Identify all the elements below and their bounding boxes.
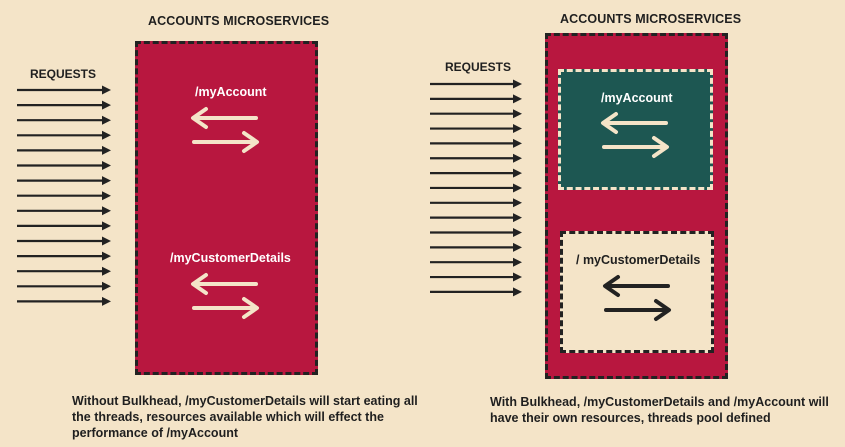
left-request-arrow [17,100,111,110]
left-request-arrow [17,130,111,140]
right-request-arrow [430,79,522,89]
left-requests-label: REQUESTS [30,67,97,81]
right-request-arrow [430,198,522,208]
right-panel-title: ACCOUNTS MICROSERVICES [560,12,742,26]
left-request-arrow [17,85,111,95]
right-request-arrow [430,228,522,237]
right-request-arrow [430,183,522,193]
right-request-arrow [430,272,522,282]
left-request-arrow [17,266,111,276]
right-request-arrow [430,124,522,134]
right-mycustomerdetails-swap-icon [603,275,671,321]
right-service-mycustomerdetails-label: / myCustomerDetails [576,253,701,267]
right-myaccount-thread-pool [558,69,713,190]
right-mycustomerdetails-thread-pool [560,231,714,353]
right-caption: With Bulkhead, /myCustomerDetails and /m… [490,395,829,425]
right-request-arrow [430,213,522,223]
right-request-arrow [430,153,522,163]
right-requests-label: REQUESTS [445,60,512,74]
left-request-arrow [17,236,111,246]
right-request-arrow [430,109,522,119]
right-request-arrow [430,94,522,104]
left-microservice-box [135,41,318,375]
left-service-mycustomerdetails-label: /myCustomerDetails [170,251,291,265]
left-request-arrow [17,176,111,186]
left-service-myaccount-label: /myAccount [195,85,267,99]
left-caption: Without Bulkhead, /myCustomerDetails wil… [72,394,418,440]
right-service-myaccount-label: /myAccount [601,91,673,105]
right-request-arrow [430,168,522,178]
left-myaccount-swap-icon [191,107,259,153]
left-request-arrow [17,296,111,306]
right-request-arrow [430,257,522,267]
right-request-arrow [430,138,522,148]
right-request-arrow [430,242,522,252]
right-myaccount-swap-icon [601,112,669,158]
left-mycustomerdetails-swap-icon [191,273,259,319]
left-request-arrow [17,221,111,231]
right-request-arrow [430,287,522,297]
left-panel-title: ACCOUNTS MICROSERVICES [148,14,330,28]
left-request-arrow [17,161,111,170]
left-request-arrow [17,191,111,201]
left-request-arrow [17,281,111,291]
left-request-arrow [17,251,111,261]
left-request-arrow [17,145,111,155]
left-request-arrow [17,206,111,216]
left-request-arrow [17,115,111,125]
